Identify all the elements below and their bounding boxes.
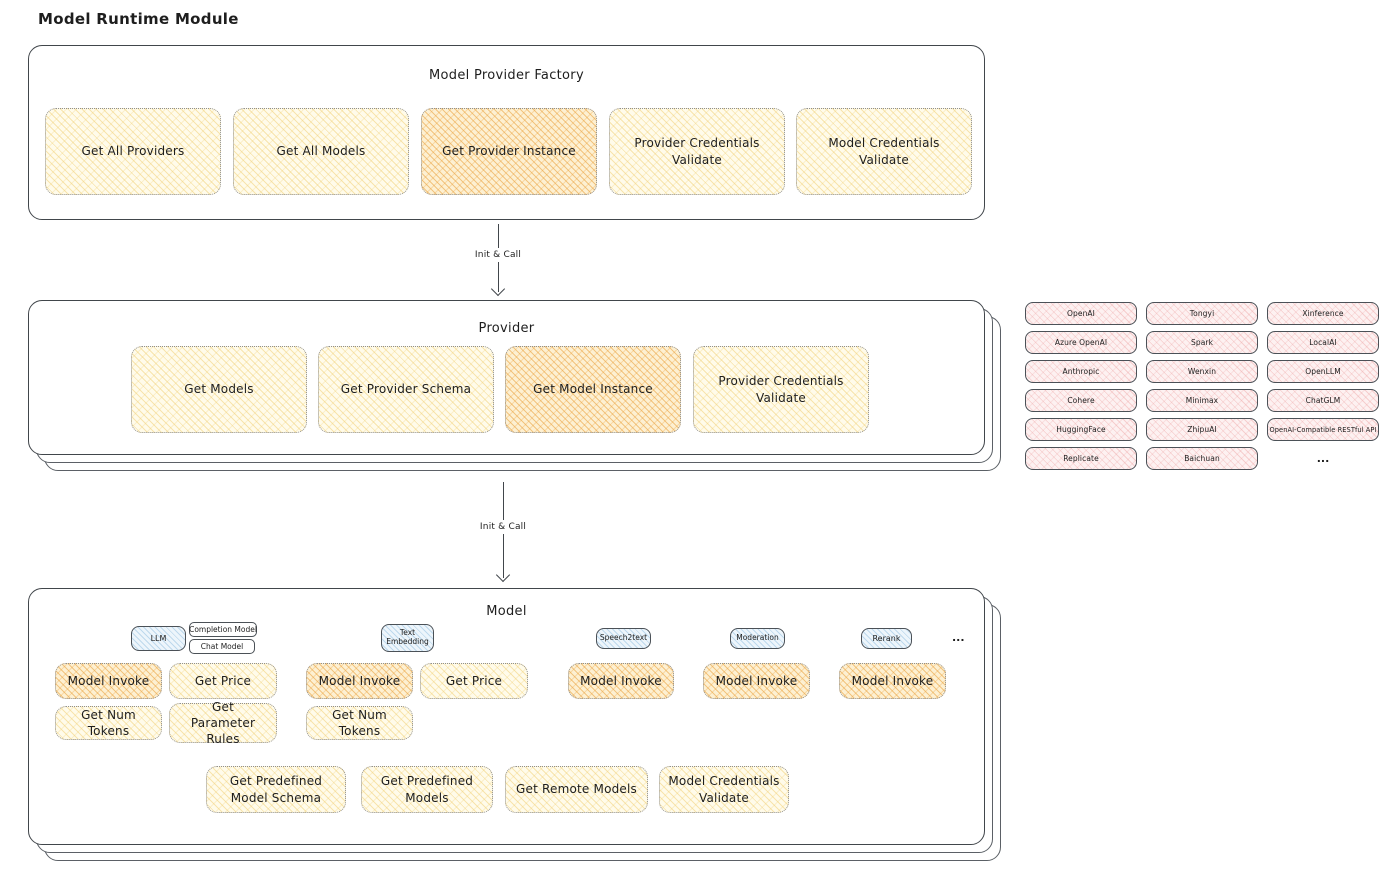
- rerank-model-invoke-box: Model Invoke: [839, 663, 946, 699]
- init-call-label-1: Init & Call: [471, 248, 525, 262]
- provider-chip-tongyi: Tongyi: [1146, 302, 1258, 325]
- llm-tag: LLM: [131, 626, 186, 651]
- get-remote-models-box: Get Remote Models: [505, 766, 648, 813]
- arrow-down-icon: [490, 281, 506, 297]
- embedding-get-num-tokens-box: Get Num Tokens: [306, 706, 413, 740]
- get-all-models-box: Get All Models: [233, 108, 409, 195]
- provider-chip-spark: Spark: [1146, 331, 1258, 354]
- moderation-tag: Moderation: [730, 628, 785, 649]
- provider-credentials-validate-box-2: Provider Credentials Validate: [693, 346, 869, 433]
- embedding-get-price-box: Get Price: [420, 663, 528, 699]
- provider-chip-azure-openai: Azure OpenAI: [1025, 331, 1137, 354]
- model-tags-more-ellipsis: ...: [952, 631, 965, 644]
- get-all-providers-box: Get All Providers: [45, 108, 221, 195]
- provider-chip-wenxin: Wenxin: [1146, 360, 1258, 383]
- model-title: Model: [486, 604, 527, 619]
- provider-chip-huggingface: HuggingFace: [1025, 418, 1137, 441]
- provider-chip-baichuan: Baichuan: [1146, 447, 1258, 470]
- get-models-box: Get Models: [131, 346, 307, 433]
- providers-more-ellipsis: ...: [1316, 452, 1330, 465]
- init-call-label-2: Init & Call: [476, 520, 530, 534]
- llm-get-parameter-rules-box: Get Parameter Rules: [169, 700, 277, 746]
- get-model-instance-box: Get Model Instance: [505, 346, 681, 433]
- provider-chip-replicate: Replicate: [1025, 447, 1137, 470]
- embedding-model-invoke-box: Model Invoke: [306, 663, 413, 699]
- rerank-tag: Rerank: [861, 628, 912, 649]
- provider-box: Provider Get Models Get Provider Schema …: [28, 300, 985, 455]
- moderation-model-invoke-box: Model Invoke: [703, 663, 810, 699]
- provider-list-grid: OpenAI Tongyi Xinference Azure OpenAI Sp…: [1025, 302, 1379, 470]
- speech2text-tag: Speech2text: [596, 628, 651, 649]
- chat-model-tag: Chat Model: [189, 639, 255, 654]
- provider-chip-zhipuai: ZhipuAI: [1146, 418, 1258, 441]
- completion-model-tag: Completion Model: [189, 622, 257, 637]
- page-title: Model Runtime Module: [38, 10, 239, 28]
- factory-title: Model Provider Factory: [429, 68, 584, 83]
- llm-get-price-box: Get Price: [169, 663, 277, 699]
- model-box: Model LLM Completion Model Chat Model Te…: [28, 588, 985, 845]
- provider-chip-openai-compatible: OpenAI-Compatible RESTful API: [1267, 418, 1379, 441]
- model-provider-factory-box: Model Provider Factory Get All Providers…: [28, 45, 985, 220]
- provider-chip-openllm: OpenLLM: [1267, 360, 1379, 383]
- provider-chip-minimax: Minimax: [1146, 389, 1258, 412]
- provider-chip-openai: OpenAI: [1025, 302, 1137, 325]
- provider-chip-anthropic: Anthropic: [1025, 360, 1137, 383]
- llm-get-num-tokens-box: Get Num Tokens: [55, 706, 162, 740]
- get-predefined-model-schema-box: Get Predefined Model Schema: [206, 766, 346, 813]
- provider-chip-chatglm: ChatGLM: [1267, 389, 1379, 412]
- arrow-down-icon: [495, 567, 511, 583]
- speech2text-model-invoke-box: Model Invoke: [568, 663, 674, 699]
- text-embedding-tag: Text Embedding: [381, 624, 434, 652]
- provider-chip-localai: LocalAI: [1267, 331, 1379, 354]
- llm-model-invoke-box: Model Invoke: [55, 663, 162, 699]
- provider-to-model-arrow: Init & Call: [476, 482, 530, 583]
- get-predefined-models-box: Get Predefined Models: [361, 766, 493, 813]
- factory-to-provider-arrow: Init & Call: [471, 224, 525, 297]
- get-provider-instance-box: Get Provider Instance: [421, 108, 597, 195]
- provider-title: Provider: [478, 321, 535, 336]
- provider-chip-cohere: Cohere: [1025, 389, 1137, 412]
- get-provider-schema-box: Get Provider Schema: [318, 346, 494, 433]
- model-credentials-validate-box: Model Credentials Validate: [796, 108, 972, 195]
- model-credentials-validate-box-2: Model Credentials Validate: [659, 766, 789, 813]
- provider-chip-xinference: Xinference: [1267, 302, 1379, 325]
- provider-credentials-validate-box: Provider Credentials Validate: [609, 108, 785, 195]
